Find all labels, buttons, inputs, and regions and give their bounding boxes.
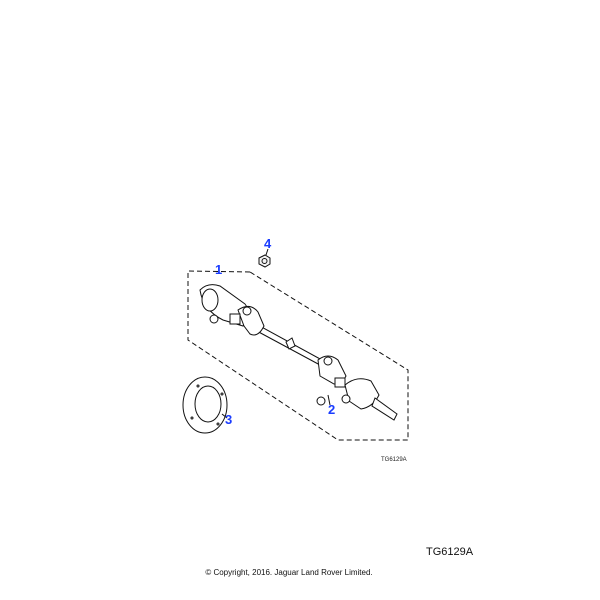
propshaft-part-1 bbox=[199, 284, 398, 421]
figure-code: TG6129A bbox=[426, 546, 474, 558]
copyright-notice: © Copyright, 2016. Jaguar Land Rover Lim… bbox=[205, 568, 373, 577]
gasket-part-3 bbox=[182, 376, 228, 434]
illustration-code: TG6129A bbox=[381, 457, 407, 463]
callout-2[interactable]: 2 bbox=[328, 402, 336, 417]
nut-part-4 bbox=[258, 254, 271, 268]
callout-3[interactable]: 3 bbox=[225, 412, 233, 427]
callout-4[interactable]: 4 bbox=[264, 236, 272, 251]
callout-1[interactable]: 1 bbox=[215, 262, 223, 277]
kit-boundary-dashed bbox=[187, 270, 409, 441]
